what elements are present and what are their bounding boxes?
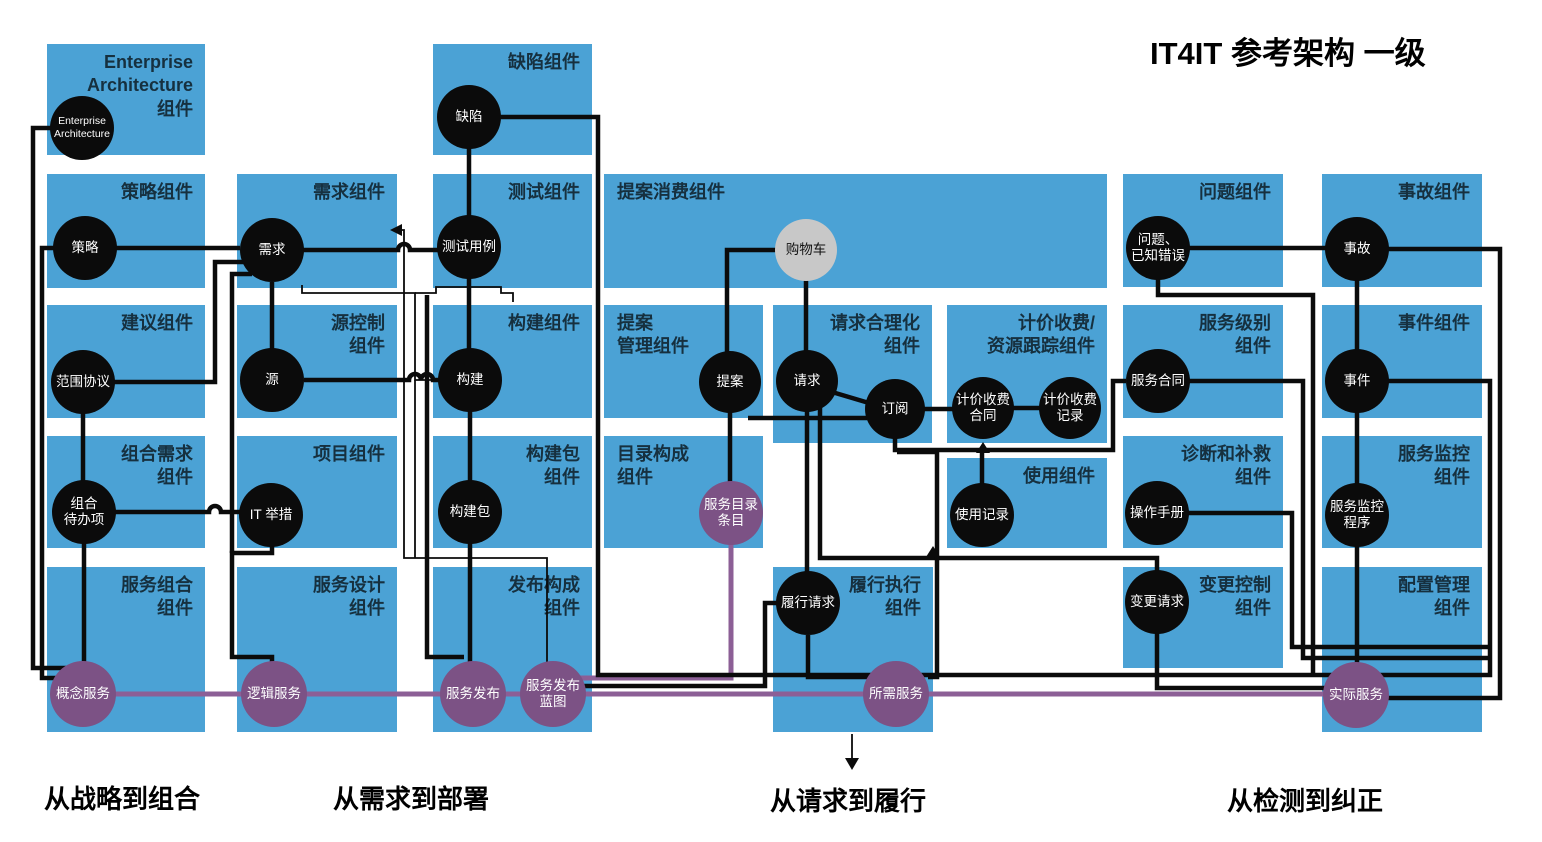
component-title: 计价收费/ 资源跟踪组件 [987,313,1095,357]
component-title: 目录构成 组件 [617,444,689,488]
component-title: 诊断和补救 组件 [1181,444,1271,488]
artifact-shopping-cart: 购物车 [775,219,837,281]
artifact-desired-service: 所需服务 [863,661,929,727]
component-title: 问题组件 [1199,182,1271,202]
artifact-request: 请求 [776,350,838,412]
artifact-service-release: 服务发布 [440,661,506,727]
component-title: 提案 管理组件 [617,313,689,357]
artifact-service-contract: 服务合同 [1126,349,1190,413]
artifact-portfolio-backlog-item: 组合 待办项 [52,480,116,544]
artifact-source: 源 [240,348,304,412]
artifact-service-catalog-entry: 服务目录 条目 [699,481,763,545]
component-title: 配置管理 组件 [1398,575,1470,619]
component-service-design: 服务设计 组件 [237,567,397,732]
component-title: 测试组件 [508,182,580,202]
value-stream-strategy-to-portfolio: 从战略到组合 [44,784,201,814]
component-title: 事故组件 [1398,182,1470,202]
component-title: 变更控制 组件 [1199,575,1271,619]
component-title: 项目组件 [313,444,385,464]
component-title: 使用组件 [1023,466,1095,486]
component-problem: 问题组件 [1123,174,1283,287]
artifact-chargeback-contract: 计价收费 合同 [952,377,1014,439]
artifact-usage-record: 使用记录 [950,483,1014,547]
artifact-service-monitor: 服务监控 程序 [1325,483,1389,547]
artifact-problem-known-error: 问题、 已知错误 [1126,216,1190,280]
component-title: 事件组件 [1398,313,1470,333]
artifact-change-request: 变更请求 [1125,570,1189,634]
component-title: 服务组合 组件 [121,575,193,619]
artifact-conceptual-service: 概念服务 [50,661,116,727]
value-stream-request-to-fulfill: 从请求到履行 [770,786,927,816]
artifact-incident: 事故 [1325,217,1389,281]
artifact-enterprise-architecture: Enterprise Architecture [50,96,114,160]
component-title: 履行执行 组件 [849,575,921,619]
artifact-strategy: 策略 [53,216,117,280]
component-title: 组合需求 组件 [121,444,193,488]
artifact-service-release-blueprint: 服务发布 蓝图 [520,661,586,727]
value-stream-requirement-to-deploy: 从需求到部署 [333,784,490,814]
artifact-build: 构建 [438,348,502,412]
artifact-fulfillment-request: 履行请求 [776,571,840,635]
component-title: 需求组件 [313,182,385,202]
component-title: 建议组件 [121,313,193,333]
artifact-chargeback-record: 计价收费 记录 [1039,377,1101,439]
diagram-title: IT4IT 参考架构 一级 [1150,36,1426,71]
artifact-subscription: 订阅 [865,379,925,439]
artifact-defect: 缺陷 [437,85,501,149]
artifact-test-case: 测试用例 [437,215,501,279]
component-title: 缺陷组件 [508,52,580,72]
component-title: 请求合理化 组件 [830,313,920,357]
component-title: 源控制 组件 [331,313,385,357]
component-title: 构建包 组件 [526,444,580,488]
component-title: 构建组件 [508,313,580,333]
artifact-it-initiative: IT 举措 [239,483,303,547]
artifact-actual-service: 实际服务 [1323,662,1389,728]
component-title: 服务级别 组件 [1199,313,1271,357]
component-title: 服务监控 组件 [1398,444,1470,488]
artifact-runbook: 操作手册 [1125,481,1189,545]
component-proposal-consumption: 提案消费组件 [604,174,1107,288]
artifact-offer: 提案 [699,351,761,413]
value-stream-detect-to-correct: 从检测到纠正 [1227,786,1384,816]
artifact-requirement: 需求 [240,218,304,282]
component-title: 服务设计 组件 [313,575,385,619]
artifact-event: 事件 [1325,349,1389,413]
artifact-build-package: 构建包 [438,480,502,544]
component-title: Enterprise Architecture 组件 [86,52,193,119]
artifact-scope-agreement: 范围协议 [51,350,115,414]
artifact-logical-service: 逻辑服务 [241,661,307,727]
component-title: 提案消费组件 [617,182,725,202]
component-title: 策略组件 [121,182,193,202]
component-title: 发布构成 组件 [508,575,580,619]
